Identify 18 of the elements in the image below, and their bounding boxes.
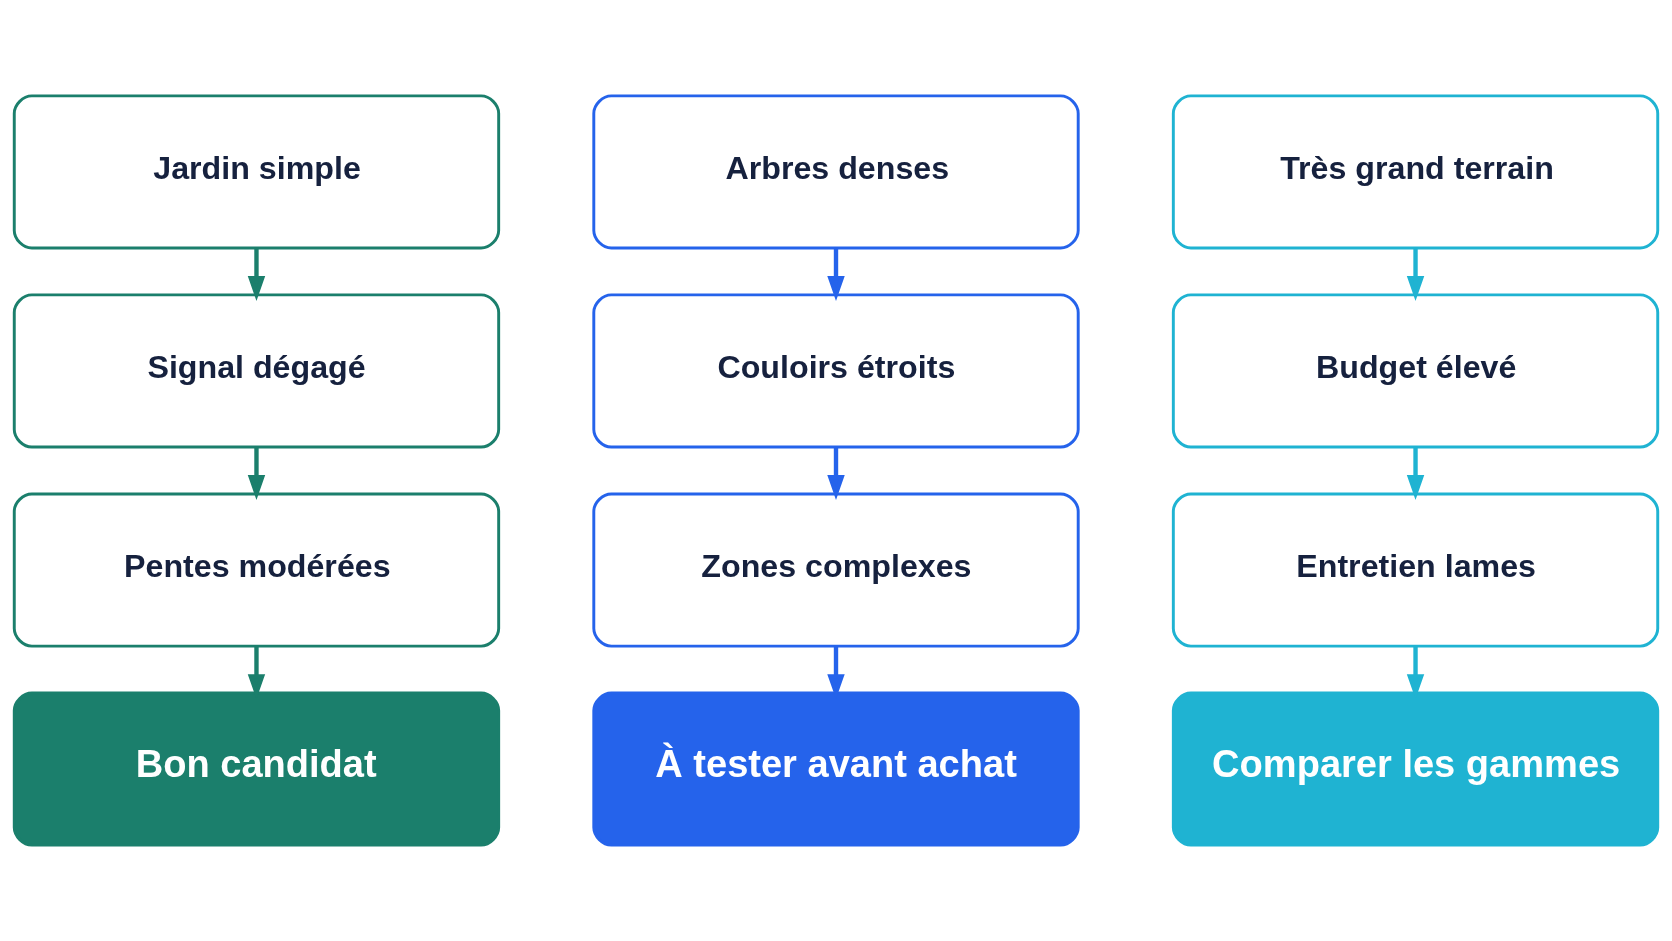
node-box: À tester avant achat xyxy=(592,691,1080,847)
arrow xyxy=(247,248,266,302)
arrow xyxy=(247,447,266,501)
node-box: Bon candidat xyxy=(12,691,501,847)
node-box: Budget élevé xyxy=(1171,293,1660,449)
arrow xyxy=(1406,248,1425,302)
node-box: Arbres denses xyxy=(592,94,1080,250)
node-box: Jardin simple xyxy=(12,94,501,250)
arrow xyxy=(827,248,845,302)
node-box: Très grand terrain xyxy=(1171,94,1660,250)
node-box: Signal dégagé xyxy=(12,293,501,449)
node-box: Comparer les gammes xyxy=(1171,691,1660,847)
node-box: Entretien lames xyxy=(1171,492,1660,648)
arrow xyxy=(827,447,845,501)
arrow xyxy=(1406,447,1425,501)
node-box: Zones complexes xyxy=(592,492,1080,648)
node-box: Couloirs étroits xyxy=(592,293,1080,449)
node-box: Pentes modérées xyxy=(12,492,501,648)
